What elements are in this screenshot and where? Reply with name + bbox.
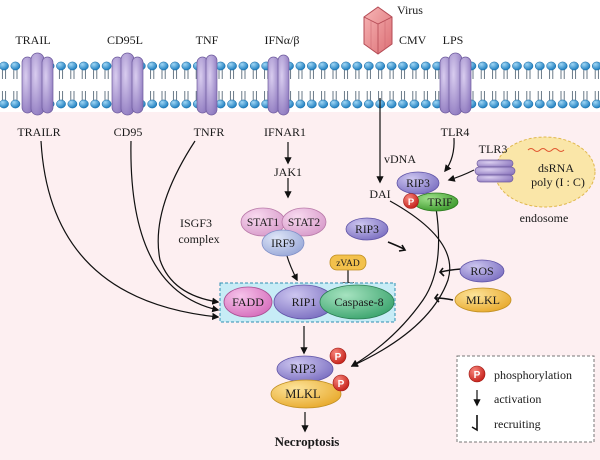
label-vdna: vDNA: [384, 152, 416, 166]
label-cd95l: CD95L: [107, 33, 143, 47]
label-ifnar1: IFNAR1: [264, 125, 306, 139]
zvad-inhibitor: [329, 254, 367, 271]
virus-crystal-icon: [363, 6, 393, 55]
label-irf9: IRF9: [271, 238, 295, 250]
ros-protein: [459, 259, 505, 283]
label-jak1: JAK1: [274, 165, 302, 179]
label-isgf3-complex: complex: [178, 232, 219, 246]
receptor-tnfr: [196, 54, 218, 116]
legend-phosphorylation: phosphorylation: [494, 368, 572, 382]
recruiting-arrows: [387, 241, 462, 303]
label-dai: DAI: [369, 187, 390, 201]
label-trail: TRAIL: [15, 33, 50, 47]
label-trif: TRIF: [428, 197, 453, 209]
receptor-tlr4: [439, 52, 472, 116]
stat2-protein: [281, 207, 327, 237]
label-necroptosis: Necroptosis: [275, 434, 340, 449]
phospho-badge-trif: [403, 193, 419, 209]
fadd-protein: [223, 286, 273, 318]
label-poly-ic: poly (I : C): [531, 175, 585, 189]
legend: P phosphorylation activation recruiting: [456, 355, 595, 443]
label-isgf3: ISGF3: [180, 216, 212, 230]
label-ifn: IFNα/β: [264, 33, 299, 47]
label-stat1: STAT1: [247, 217, 280, 229]
label-lps: LPS: [443, 33, 464, 47]
receptor-ifnar1: [267, 54, 290, 116]
mlkl-bottom-protein: [270, 379, 342, 409]
label-cmv: CMV: [399, 33, 427, 47]
phospho-badge-mlkl: [332, 374, 350, 392]
caspase8-protein: [319, 284, 395, 320]
label-rip1: RIP1: [292, 295, 317, 309]
label-tlr4: TLR4: [441, 125, 470, 139]
label-mlkl-bottom: MLKL: [285, 387, 320, 401]
label-rip3-trif-complex: RIP3: [406, 178, 430, 190]
label-zvad: zVAD: [336, 259, 360, 269]
dsrna-strand-icon: [527, 148, 565, 152]
label-endosome: endosome: [520, 211, 569, 225]
label-cd95: CD95: [114, 125, 143, 139]
cell-membrane: [0, 61, 600, 109]
receptor-cd95: [111, 52, 144, 116]
irf9-protein: [261, 229, 305, 257]
legend-phospho-icon-label: P: [474, 370, 481, 381]
label-mlkl-right: MLKL: [466, 293, 500, 307]
endosome: [494, 136, 596, 208]
receptor-trailr: [21, 52, 54, 116]
phospho-badge-mlkl-label: P: [338, 379, 345, 390]
label-fadd: FADD: [232, 295, 264, 309]
rip3-free-protein: [345, 217, 389, 241]
legend-recruiting-arrow-icon: [471, 415, 478, 432]
phospho-badge-rip3: [329, 347, 347, 365]
label-rip3-bottom: RIP3: [290, 362, 316, 376]
phospho-badge-rip3-label: P: [335, 352, 342, 363]
legend-recruiting: recruiting: [494, 417, 541, 431]
legend-activation: activation: [494, 392, 541, 406]
legend-phospho-icon: [468, 365, 486, 383]
label-tnf: TNF: [196, 33, 219, 47]
label-trailr: TRAILR: [17, 125, 60, 139]
label-rip3-free: RIP3: [355, 224, 379, 236]
receptor-tlr3: [474, 159, 516, 183]
label-ros: ROS: [470, 264, 493, 278]
rip3-trif-rip3-protein: [396, 171, 440, 195]
label-caspase8: Caspase-8: [334, 295, 383, 309]
label-dsrna: dsRNA: [538, 161, 574, 175]
label-tlr3: TLR3: [479, 142, 508, 156]
label-virus: Virus: [397, 3, 423, 17]
mlkl-protein-right: [454, 287, 512, 313]
label-stat2: STAT2: [288, 217, 321, 229]
label-tnfr: TNFR: [194, 125, 225, 139]
phospho-badge-trif-label: P: [408, 197, 415, 208]
